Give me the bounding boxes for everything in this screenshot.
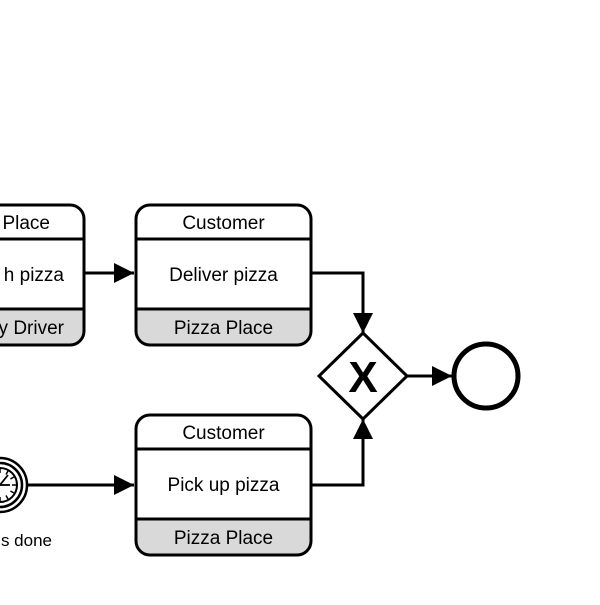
choreography-task-deliver-pizza[interactable]: Customer Deliver pizza Pizza Place — [134, 203, 313, 347]
participant-label: Place — [2, 213, 50, 234]
participant-label: Customer — [182, 213, 265, 234]
clock-hand — [0, 474, 9, 486]
clock-ticks — [0, 469, 16, 501]
participant-label: Customer — [182, 423, 265, 444]
initiator-band — [136, 309, 311, 345]
flow-pickup-to-gateway[interactable] — [311, 419, 373, 487]
exclusive-gateway[interactable]: X — [316, 330, 410, 422]
initiator-label: y Driver — [0, 318, 65, 339]
task-label: h pizza — [4, 265, 65, 286]
end-event[interactable] — [451, 341, 521, 411]
flow-deliver-to-gateway[interactable] — [311, 271, 373, 333]
timer-event[interactable]: s done — [0, 456, 52, 550]
timer-event-label: s done — [1, 531, 52, 550]
task-label: Deliver pizza — [169, 265, 278, 286]
gateway-x-icon: X — [348, 353, 377, 402]
choreography-task-pick-up-pizza[interactable]: Customer Pick up pizza Pizza Place — [134, 413, 313, 557]
initiator-band — [136, 519, 311, 555]
initiator-label: Pizza Place — [174, 528, 273, 549]
choreography-task-1[interactable]: Place h pizza y Driver — [0, 203, 86, 347]
sequence-flows — [28, 263, 452, 495]
initiator-band — [0, 309, 84, 345]
initiator-label: Pizza Place — [174, 318, 273, 339]
task-label: Pick up pizza — [168, 475, 280, 496]
